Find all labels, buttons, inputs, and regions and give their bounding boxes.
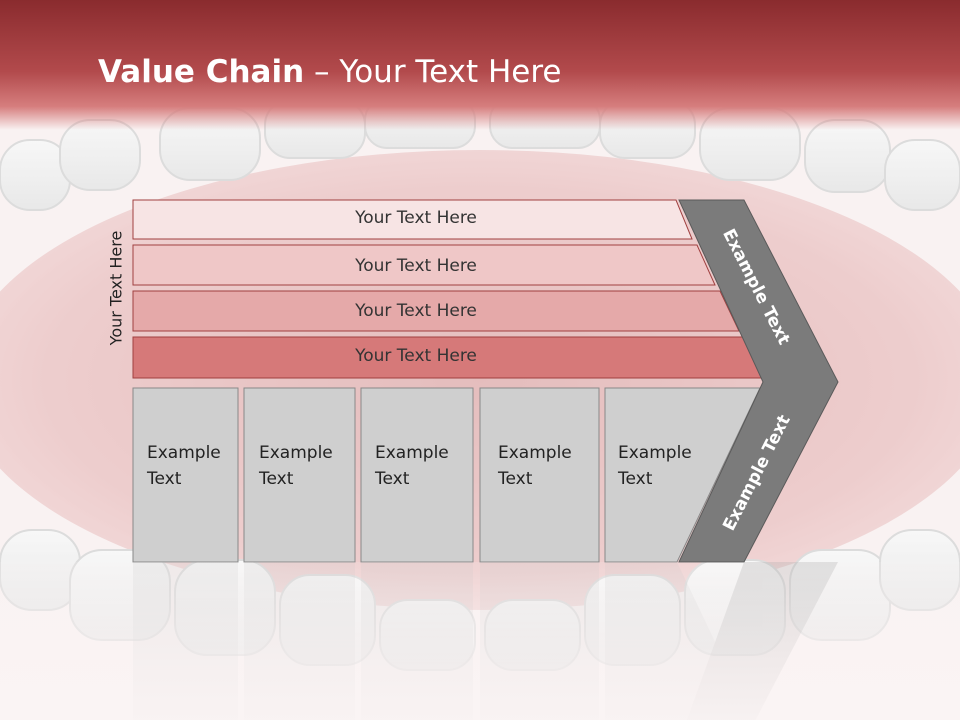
box-2[interactable]	[243, 387, 356, 563]
box-3[interactable]	[360, 387, 474, 563]
bar-3-label: Your Text Here	[355, 301, 477, 321]
box-3-line2: Text	[375, 469, 410, 489]
title-bold: Value Chain	[98, 54, 305, 90]
box-2-line2: Text	[259, 469, 294, 489]
bar-2-label: Your Text Here	[355, 256, 477, 276]
slide-title: Value Chain – Your Text Here	[98, 54, 561, 90]
box-4-line2: Text	[498, 469, 533, 489]
box-1-line1: Example	[147, 443, 221, 463]
box-2-line1: Example	[259, 443, 333, 463]
box-4-line1: Example	[498, 443, 572, 463]
box-3-line1: Example	[375, 443, 449, 463]
bar-2[interactable]	[132, 244, 716, 286]
bar-4-label: Your Text Here	[355, 346, 477, 366]
title-rest: – Your Text Here	[304, 54, 562, 90]
box-5-line2: Text	[618, 469, 653, 489]
title-bar	[0, 0, 960, 130]
bar-1-label: Your Text Here	[355, 208, 477, 228]
box-5-line1: Example	[618, 443, 692, 463]
bar-1[interactable]	[132, 199, 693, 240]
box-1[interactable]	[132, 387, 239, 563]
reflection-fade	[0, 562, 960, 720]
box-1-line2: Text	[147, 469, 182, 489]
